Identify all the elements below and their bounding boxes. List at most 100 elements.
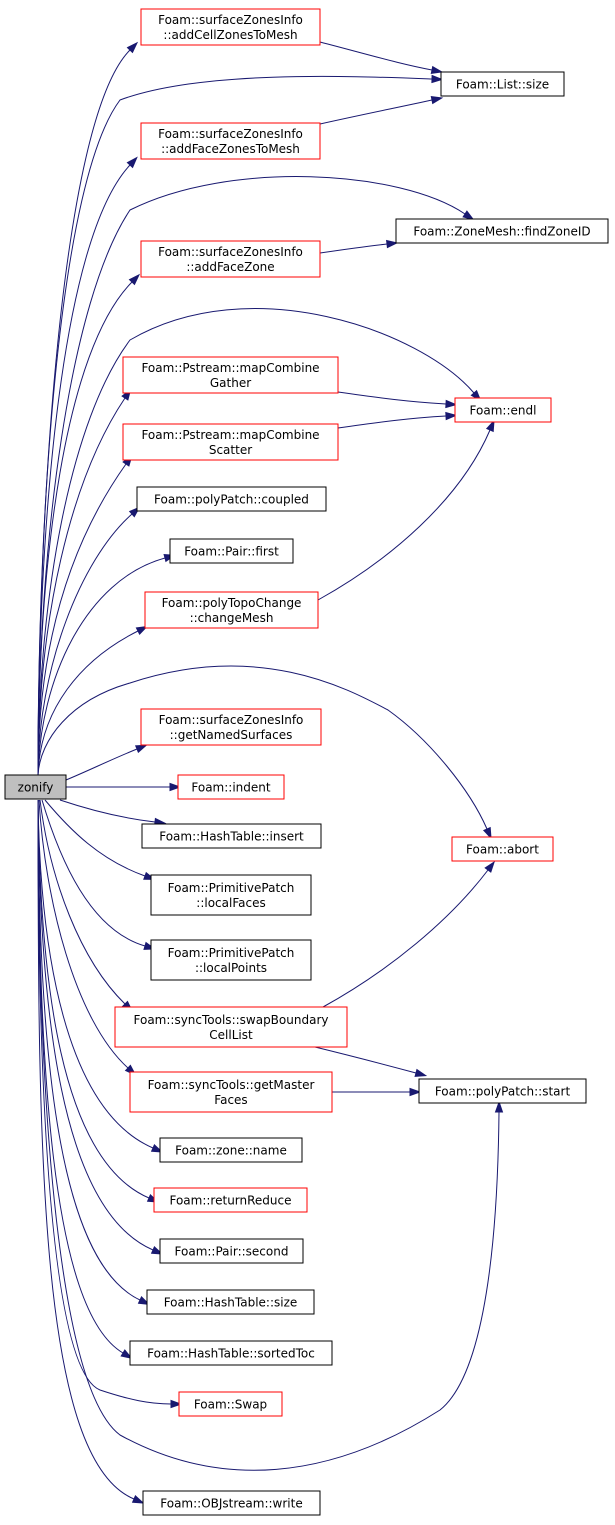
edge-arrowhead xyxy=(445,399,458,409)
node-box[interactable] xyxy=(395,218,609,244)
edge-line xyxy=(37,397,126,776)
edge-arrowhead xyxy=(137,1295,151,1306)
edge-zonify-to-polyPatchStart xyxy=(37,799,504,1471)
node-label: zonify xyxy=(18,781,54,795)
node-coupled[interactable]: Foam::polyPatch::coupled xyxy=(136,486,327,512)
edge-arrowhead xyxy=(431,74,444,84)
node-addCellZonesToMesh[interactable]: Foam::surfaceZonesInfo::addCellZonesToMe… xyxy=(140,8,321,46)
node-box[interactable] xyxy=(177,774,285,800)
edge-arrowhead xyxy=(462,210,475,221)
node-box[interactable] xyxy=(153,1187,308,1213)
edge-changeMesh-to-endl xyxy=(317,419,495,601)
edge-line xyxy=(37,308,475,776)
node-box[interactable] xyxy=(146,1289,315,1315)
edge-arrowhead xyxy=(150,1143,164,1153)
edge-line xyxy=(337,391,447,405)
node-label: Foam::syncTools::getMaster xyxy=(148,1078,315,1092)
node-box[interactable] xyxy=(159,1137,303,1163)
node-addFaceZonesToMesh[interactable]: Foam::surfaceZonesInfo::addFaceZonesToMe… xyxy=(140,122,321,160)
node-box[interactable] xyxy=(454,397,552,423)
edge-arrowhead xyxy=(409,1087,422,1097)
edge-mapCombineGather-to-endl xyxy=(337,391,458,409)
edge-zonify-to-swap xyxy=(37,799,183,1409)
node-localPoints[interactable]: Foam::PrimitivePatch::localPoints xyxy=(150,939,312,981)
node-label: Foam::returnReduce xyxy=(169,1194,291,1208)
edge-line xyxy=(37,665,488,830)
node-label: Foam::surfaceZonesInfo xyxy=(158,245,303,259)
edge-line xyxy=(37,281,133,776)
node-box[interactable] xyxy=(178,1391,283,1417)
node-box[interactable] xyxy=(150,939,312,981)
node-label: Faces xyxy=(214,1093,247,1107)
node-addFaceZone[interactable]: Foam::surfaceZonesInfo::addFaceZone xyxy=(140,240,321,278)
node-label: Foam::syncTools::swapBoundary xyxy=(134,1013,329,1027)
node-box[interactable] xyxy=(169,538,294,564)
node-box[interactable] xyxy=(136,486,327,512)
edge-zonify-to-changeMesh xyxy=(37,625,149,776)
edge-line xyxy=(319,41,433,71)
node-endl[interactable]: Foam::endl xyxy=(454,397,552,423)
node-box[interactable] xyxy=(418,1078,587,1104)
node-box[interactable] xyxy=(140,708,322,746)
edge-line xyxy=(37,799,135,1500)
node-swap[interactable]: Foam::Swap xyxy=(178,1391,283,1417)
node-box[interactable] xyxy=(140,240,321,278)
node-polyPatchStart[interactable]: Foam::polyPatch::start xyxy=(418,1078,587,1104)
node-box[interactable] xyxy=(451,836,554,862)
node-box[interactable] xyxy=(440,71,565,97)
node-returnReduce[interactable]: Foam::returnReduce xyxy=(153,1187,308,1213)
node-getNamedSurfaces[interactable]: Foam::surfaceZonesInfo::getNamedSurfaces xyxy=(140,708,322,746)
node-zonify[interactable]: zonify xyxy=(4,774,67,800)
edge-line xyxy=(37,799,154,1251)
edge-arrowhead xyxy=(485,419,495,433)
node-box[interactable] xyxy=(129,1071,333,1113)
edge-line xyxy=(319,243,388,254)
node-box[interactable] xyxy=(4,774,67,800)
node-label: Foam::surfaceZonesInfo xyxy=(159,713,304,727)
node-findZoneID[interactable]: Foam::ZoneMesh::findZoneID xyxy=(395,218,609,244)
node-box[interactable] xyxy=(140,122,321,160)
node-abort[interactable]: Foam::abort xyxy=(451,836,554,862)
node-changeMesh[interactable]: Foam::polyTopoChange::changeMesh xyxy=(144,591,319,629)
node-sortedToc[interactable]: Foam::HashTable::sortedToc xyxy=(129,1340,333,1366)
node-label: Foam::OBJstream::write xyxy=(160,1497,302,1511)
edge-line xyxy=(314,1046,417,1074)
edge-line xyxy=(65,748,138,781)
node-label: Foam::zone::name xyxy=(175,1144,287,1158)
node-box[interactable] xyxy=(159,1238,304,1264)
edge-mapCombineScatter-to-endl xyxy=(337,411,458,429)
node-zoneName[interactable]: Foam::zone::name xyxy=(159,1137,303,1163)
node-insert[interactable]: Foam::HashTable::insert xyxy=(141,823,322,849)
edge-arrowhead xyxy=(484,860,496,873)
node-box[interactable] xyxy=(122,356,339,394)
node-box[interactable] xyxy=(129,1340,333,1366)
node-listSize[interactable]: Foam::List::size xyxy=(440,71,565,97)
node-box[interactable] xyxy=(114,1006,348,1048)
node-localFaces[interactable]: Foam::PrimitivePatch::localFaces xyxy=(150,874,312,916)
node-box[interactable] xyxy=(150,874,312,916)
node-pairSecond[interactable]: Foam::Pair::second xyxy=(159,1238,304,1264)
node-label: Foam::polyPatch::coupled xyxy=(154,493,309,507)
node-objWrite[interactable]: Foam::OBJstream::write xyxy=(142,1490,321,1516)
node-box[interactable] xyxy=(122,423,339,461)
edge-line xyxy=(41,799,146,947)
node-hashTableSize[interactable]: Foam::HashTable::size xyxy=(146,1289,315,1315)
node-box[interactable] xyxy=(144,591,319,629)
node-label: CellList xyxy=(209,1028,253,1042)
node-box[interactable] xyxy=(141,823,322,849)
node-indent[interactable]: Foam::indent xyxy=(177,774,285,800)
edge-zonify-to-coupled xyxy=(37,506,141,776)
edge-addFaceZone-to-findZoneID xyxy=(319,239,399,254)
edge-line xyxy=(44,799,146,877)
node-pairFirst[interactable]: Foam::Pair::first xyxy=(169,538,294,564)
edge-arrowhead xyxy=(131,1494,145,1504)
node-box[interactable] xyxy=(140,8,321,46)
node-box[interactable] xyxy=(142,1490,321,1516)
edge-line xyxy=(337,415,447,429)
edge-arrowhead xyxy=(169,782,182,792)
